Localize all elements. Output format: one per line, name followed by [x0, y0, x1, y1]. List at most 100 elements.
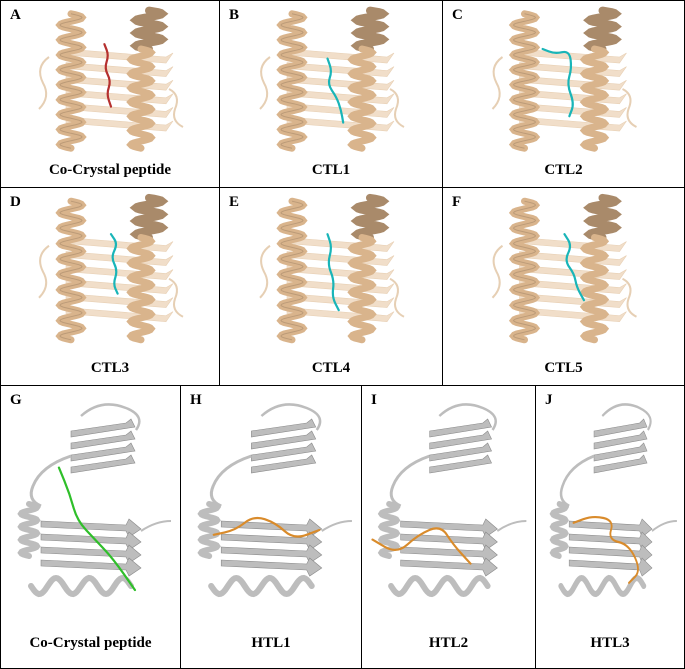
panel-f: F CTL5 [442, 187, 685, 386]
panel-d: D CTL3 [0, 187, 220, 386]
alpha-helix-right [347, 45, 377, 152]
loop [622, 88, 637, 128]
beta-strand-upper [593, 442, 648, 462]
beta-strand-upper [593, 454, 648, 474]
alpha-helix-right-top [129, 193, 169, 242]
c-terminus-tail [140, 520, 172, 532]
beta-strand-floor [400, 531, 498, 551]
panel-caption: Co-Crystal peptide [48, 162, 172, 178]
mhc2-structure [371, 403, 527, 598]
loop [491, 56, 504, 110]
alpha-helix-left-shade [280, 13, 304, 149]
alpha-helix-right [126, 234, 156, 344]
beta-strand-floor [220, 557, 323, 577]
beta-strand-upper [251, 442, 317, 462]
panel-caption: CTL2 [544, 162, 583, 178]
alpha-helix-bottom [388, 574, 491, 598]
beta-strand-floor [40, 518, 142, 538]
alpha-helix-left-shade [512, 200, 537, 341]
beta-strand-upper [429, 454, 492, 474]
alpha-helix-left [377, 501, 401, 559]
beta-strand-upper [429, 430, 492, 450]
c-terminus-tail [321, 520, 352, 532]
bound-peptide [563, 233, 586, 302]
alpha-helix-right-top [583, 193, 622, 242]
panel-i: I HTL2 [361, 385, 536, 669]
loop-upper [601, 403, 652, 431]
beta-strand-floor [40, 531, 142, 551]
loop [259, 244, 271, 299]
alpha-helix-bottom [208, 574, 315, 598]
loop-neck [29, 454, 72, 508]
beta-strand-upper [251, 454, 317, 474]
loop [38, 56, 50, 110]
mhc2-structure [17, 403, 172, 598]
c-terminus-tail [496, 520, 527, 532]
bound-peptide [371, 527, 472, 565]
panel-c: C CTL2 [442, 0, 685, 188]
alpha-helix-left-shade [59, 13, 83, 149]
mhc2-fold [371, 403, 527, 598]
panel-h: H HTL1 [180, 385, 362, 669]
loop [389, 88, 405, 128]
beta-strand-upper [70, 454, 136, 474]
beta-strand-upper [593, 430, 648, 450]
alpha-helix-left-shade [59, 200, 83, 341]
loop-upper [438, 403, 497, 431]
panel-caption: HTL3 [590, 635, 630, 651]
mhc2-fold [17, 403, 172, 598]
beta-strand-floor [400, 544, 498, 564]
alpha-helix-right-top [350, 6, 390, 53]
alpha-helix-right [579, 45, 610, 152]
beta-strand-floor [400, 557, 498, 577]
loop-upper [80, 403, 141, 431]
panel-letter: G [10, 392, 22, 408]
panel-caption: CTL1 [311, 162, 351, 178]
panel-letter: A [10, 7, 21, 23]
mhc2-structure [549, 403, 677, 598]
beta-strand-floor [220, 531, 323, 551]
panel-letter: J [545, 392, 553, 408]
alpha-helix-right-top [350, 193, 390, 242]
mhc1-structure [491, 193, 637, 344]
mhc1-structure [259, 6, 405, 152]
panel-j: J HTL3 [535, 385, 685, 669]
panel-a: A Co-Crystal peptide [0, 0, 220, 188]
alpha-helix-right-top [583, 6, 622, 53]
panel-b: B CTL1 [219, 0, 443, 188]
beta-strand-upper [70, 442, 136, 462]
panel-letter: F [452, 194, 462, 210]
beta-strand-upper [70, 430, 136, 450]
loop-upper [260, 403, 322, 431]
beta-strand-upper [593, 418, 648, 438]
loop [168, 88, 184, 128]
panel-caption: HTL1 [251, 635, 291, 651]
panel-letter: E [229, 194, 240, 210]
loop-neck [559, 454, 595, 508]
alpha-helix-right [579, 234, 610, 344]
mhc1-structure [38, 193, 184, 344]
beta-strand-upper [429, 442, 492, 462]
bound-peptide [57, 466, 137, 592]
panel-letter: D [10, 194, 21, 210]
mhc2-fold [197, 403, 352, 598]
beta-strand-upper [251, 418, 317, 438]
loop [622, 277, 637, 318]
alpha-helix-left-shade [280, 200, 304, 341]
beta-strand-upper [429, 418, 492, 438]
panel-caption: CTL3 [90, 360, 130, 376]
mhc1-structure [38, 6, 184, 152]
mhc2-fold [549, 403, 677, 598]
loop [259, 56, 271, 110]
panel-caption: HTL2 [428, 635, 469, 651]
bound-peptide [326, 57, 345, 124]
beta-strand-floor [400, 518, 498, 538]
alpha-helix-right [126, 45, 156, 152]
panel-letter: H [190, 392, 202, 408]
alpha-helix-left [197, 501, 221, 559]
alpha-helix-left [17, 501, 41, 559]
mhc1-structure [491, 6, 637, 152]
beta-strand-floor [568, 544, 653, 564]
loop [491, 244, 504, 299]
bound-peptide [109, 233, 119, 295]
